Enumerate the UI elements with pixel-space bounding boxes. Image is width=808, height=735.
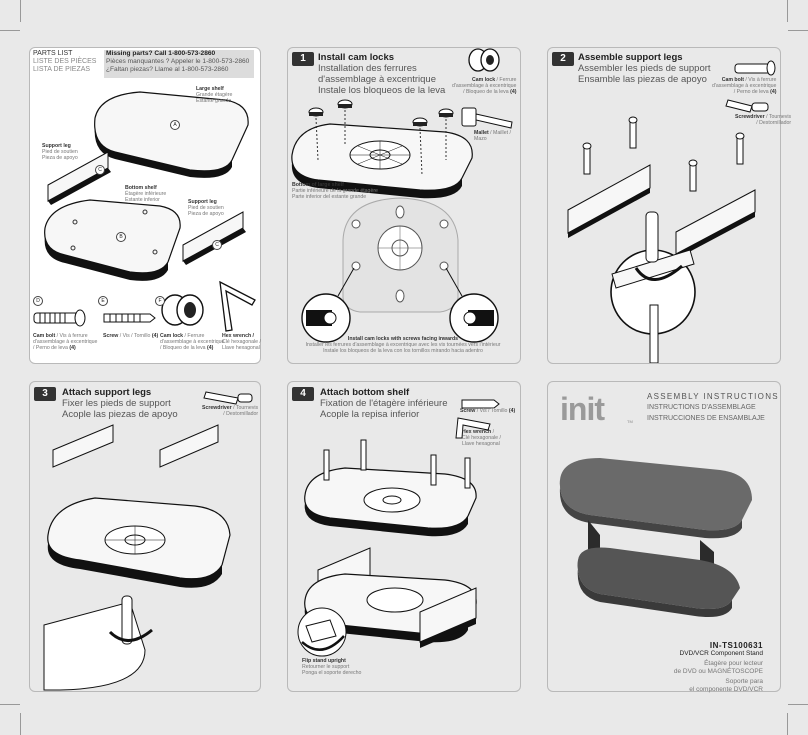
trim-mark — [20, 713, 21, 735]
parts-list-title-en: PARTS LIST — [33, 50, 73, 57]
trim-mark — [20, 0, 21, 22]
step4-label-hex-wrench: Hex wrench /Clé hexagonale /Llave hexago… — [462, 429, 501, 447]
product-name-en: DVD/VCR Component Stand — [679, 650, 763, 657]
parts-list-title-es: LISTA DE PIEZAS — [33, 66, 91, 73]
brand-logo: init — [560, 391, 605, 427]
step1-label-mallet: Mallet / Maillet /Mazo — [474, 130, 511, 142]
step2-panel — [547, 47, 781, 364]
step2-badge: 2 — [552, 52, 574, 66]
trademark: TM — [627, 419, 633, 424]
label-hex-wrench: Hex wrench /Clé hexagonale /Llave hexago… — [222, 333, 261, 351]
missing-es: ¿Faltan piezas? Llame al 1-800-573-2860 — [106, 66, 229, 73]
part-marker: C — [95, 165, 105, 175]
step2-label-screwdriver: Screwdriver / Tournevis/ Destornillador — [735, 114, 792, 126]
step1-panel — [287, 47, 521, 364]
step4-badge: 4 — [292, 387, 314, 401]
step3-title-es: Acople las piezas de apoyo — [62, 409, 178, 420]
cover-title-es: INSTRUCCIONES DE ENSAMBLAJE — [647, 415, 765, 422]
cover-panel — [547, 381, 781, 692]
label-screw: Screw / Vis / Tornillo (4) — [103, 333, 159, 339]
part-marker: E — [98, 296, 108, 306]
step1-title-fr2: d'assemblage à excentrique — [318, 74, 436, 85]
parts-list-title-fr: LISTE DES PIÈCES — [33, 58, 97, 65]
trim-mark — [0, 30, 20, 31]
step2-title-fr: Assembler les pieds de support — [578, 63, 711, 74]
step4-title-fr: Fixation de l'étagère inférieure — [320, 398, 448, 409]
cover-title-en: ASSEMBLY INSTRUCTIONS — [647, 392, 779, 401]
model-number: IN-TS100631 — [709, 641, 763, 650]
step3-title-fr: Fixer les pieds de support — [62, 398, 171, 409]
step4-title-es: Acople la repisa inferior — [320, 409, 420, 420]
product-name-fr2: de DVD ou MAGNÉTOSCOPE — [673, 668, 763, 675]
part-marker: D — [33, 296, 43, 306]
step2-title-es: Ensamble las piezas de apoyo — [578, 74, 707, 85]
cover-title-fr: INSTRUCTIONS D'ASSEMBLAGE — [647, 404, 756, 411]
product-name-fr1: Étagère pour lecteur — [704, 660, 763, 667]
trim-mark — [787, 713, 788, 735]
trim-mark — [788, 704, 808, 705]
step1-badge: 1 — [292, 52, 314, 66]
step1-title-fr: Installation des ferrures — [318, 63, 417, 74]
step4-panel — [287, 381, 521, 692]
part-marker: A — [170, 120, 180, 130]
step3-label-screwdriver: Screwdriver / Tournevis/ Destornillador — [202, 405, 259, 417]
step4-title-en: Attach bottom shelf — [320, 387, 410, 398]
step4-label-screw: Screw / Vis / Tornillo (4) — [460, 408, 516, 414]
product-name-es2: el componente DVD/VCR — [689, 686, 763, 693]
step2-title-en: Assemble support legs — [578, 52, 683, 63]
missing-fr: Pièces manquantes ? Appeler le 1-800-573… — [106, 58, 250, 65]
step3-title-en: Attach support legs — [62, 387, 152, 398]
step1-title-es: Instale los bloqueos de la leva — [318, 85, 446, 96]
missing-parts-box: Missing parts? Call 1-800-573-2860 Pièce… — [104, 50, 254, 78]
trim-mark — [788, 30, 808, 31]
step1-title-en: Install cam locks — [318, 52, 395, 63]
trim-mark — [0, 704, 20, 705]
product-name-es1: Soporte para — [725, 678, 763, 685]
part-marker: C — [212, 240, 222, 250]
part-marker: F — [155, 296, 165, 306]
part-marker: B — [116, 232, 126, 242]
trim-mark — [787, 0, 788, 22]
step1-caption: Install cam locks with screws facing inw… — [305, 336, 501, 354]
step3-panel — [29, 381, 261, 692]
step3-badge: 3 — [34, 387, 56, 401]
missing-en: Missing parts? Call 1-800-573-2860 — [106, 50, 216, 57]
